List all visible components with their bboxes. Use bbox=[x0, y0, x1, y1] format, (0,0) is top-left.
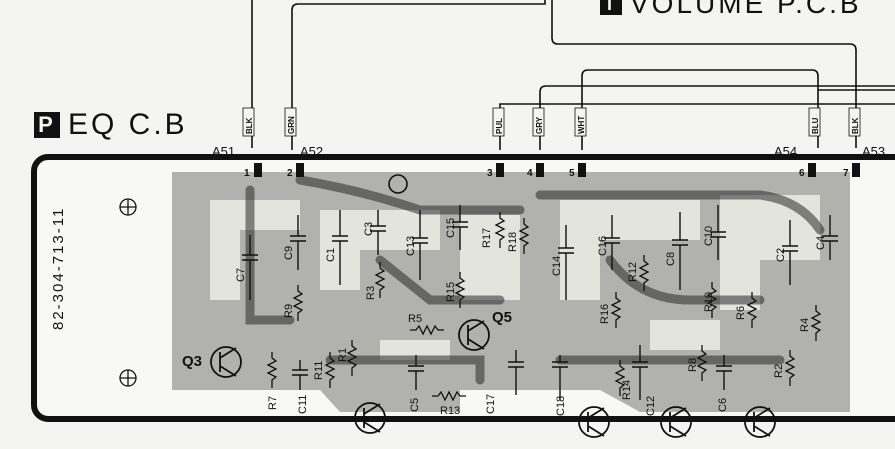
label-c9: C9 bbox=[283, 246, 295, 260]
label-r17: R17 bbox=[481, 228, 493, 248]
wire-tag-a53: BLK bbox=[851, 117, 860, 134]
wire-a53 bbox=[551, 0, 857, 148]
connector-a52: A52 bbox=[300, 144, 323, 159]
label-c1: C1 bbox=[325, 248, 337, 262]
label-r13: R13 bbox=[440, 405, 460, 417]
label-c7: C7 bbox=[235, 268, 247, 282]
pin-3 bbox=[496, 163, 504, 177]
label-r9: R9 bbox=[283, 304, 295, 318]
transistor-q3 bbox=[210, 346, 242, 378]
pin-number-4: 4 bbox=[527, 168, 533, 179]
eq-board-letter: P bbox=[34, 112, 60, 138]
wiring bbox=[251, 0, 895, 150]
wire-pul bbox=[499, 103, 895, 150]
label-c16: C16 bbox=[597, 236, 609, 256]
transistor-lower-1 bbox=[354, 402, 386, 434]
label-r11: R11 bbox=[313, 361, 325, 380]
pin-4 bbox=[536, 163, 544, 177]
transistor-symbols bbox=[210, 319, 776, 438]
pin-number-6: 6 bbox=[799, 168, 805, 179]
label-r14: R14 bbox=[621, 380, 633, 400]
label-c12: C12 bbox=[645, 396, 657, 416]
pin-6 bbox=[808, 163, 816, 177]
wire-tag-gry: GRY bbox=[535, 116, 544, 134]
pin-2 bbox=[296, 163, 304, 177]
connector-pins bbox=[254, 163, 860, 177]
capacitor-symbols bbox=[242, 205, 838, 400]
label-c3: C3 bbox=[363, 222, 375, 236]
transistor-lower-4 bbox=[744, 406, 776, 438]
label-r4: R4 bbox=[799, 318, 811, 332]
label-q5: Q5 bbox=[492, 309, 512, 326]
alignment-hole bbox=[388, 174, 408, 194]
label-q3: Q3 bbox=[182, 353, 202, 370]
eq-board-title: P EQ C.B bbox=[34, 108, 188, 142]
label-c8: C8 bbox=[665, 252, 677, 266]
label-c6: C6 bbox=[717, 398, 729, 412]
pin-5 bbox=[578, 163, 586, 177]
mount-holes bbox=[119, 174, 408, 387]
wire-tag-pul: PUL bbox=[495, 118, 504, 134]
transistor-q5 bbox=[458, 319, 490, 351]
wire-tag-a51: BLK bbox=[245, 117, 254, 134]
wire-tag-a54: BLU bbox=[811, 117, 820, 134]
wire-tag-a52: GRN bbox=[287, 116, 296, 134]
transistor-lower-2 bbox=[578, 406, 610, 438]
wire-a52 bbox=[291, 0, 546, 150]
transistor-lower-3 bbox=[660, 406, 692, 438]
label-r8: R8 bbox=[687, 358, 699, 372]
pin-number-7: 7 bbox=[843, 168, 849, 179]
part-number: 82-304-713-11 bbox=[50, 206, 67, 330]
label-c5: C5 bbox=[409, 398, 421, 412]
resistor-symbols bbox=[266, 212, 822, 402]
wire-gry bbox=[539, 85, 895, 150]
connector-a53: A53 bbox=[862, 144, 885, 159]
wire-tag-wht: WHT bbox=[577, 116, 586, 134]
label-c13: C13 bbox=[405, 236, 417, 256]
label-c2: C2 bbox=[775, 248, 787, 262]
volume-board-name: VOLUME P.C.B bbox=[630, 0, 862, 19]
pin-7 bbox=[852, 163, 860, 177]
wire-wht bbox=[581, 69, 819, 150]
connector-a54: A54 bbox=[774, 144, 797, 159]
traces bbox=[245, 175, 825, 385]
connector-a51: A51 bbox=[212, 144, 235, 159]
label-r16: R16 bbox=[599, 304, 611, 324]
label-c17: C17 bbox=[485, 394, 497, 414]
label-r3: R3 bbox=[365, 286, 377, 300]
label-r10: R10 bbox=[703, 292, 715, 312]
label-r15: R15 bbox=[445, 282, 457, 302]
label-c10: C10 bbox=[703, 226, 715, 246]
eq-board-name: EQ C.B bbox=[68, 108, 188, 141]
volume-board-letter: I bbox=[600, 0, 622, 15]
label-c4: C4 bbox=[815, 236, 827, 250]
pcb-gaps bbox=[210, 195, 820, 360]
label-c14: C14 bbox=[551, 256, 563, 276]
label-c11: C11 bbox=[297, 395, 309, 414]
pin-number-2: 2 bbox=[287, 168, 293, 179]
pin-number-5: 5 bbox=[569, 168, 575, 179]
pin-1 bbox=[254, 163, 262, 177]
label-r5: R5 bbox=[408, 313, 422, 325]
label-r7: R7 bbox=[267, 396, 279, 410]
label-r6: R6 bbox=[735, 306, 747, 320]
label-c15: C15 bbox=[445, 218, 457, 238]
pin-number-3: 3 bbox=[487, 168, 493, 179]
label-c18: C18 bbox=[555, 396, 567, 416]
label-r2: R2 bbox=[773, 364, 785, 378]
volume-pcb-title: I VOLUME P.C.B bbox=[600, 0, 862, 20]
pin-number-1: 1 bbox=[244, 168, 250, 179]
label-r18: R18 bbox=[507, 232, 519, 252]
label-r12: R12 bbox=[627, 262, 639, 282]
label-r1: R1 bbox=[337, 348, 349, 362]
